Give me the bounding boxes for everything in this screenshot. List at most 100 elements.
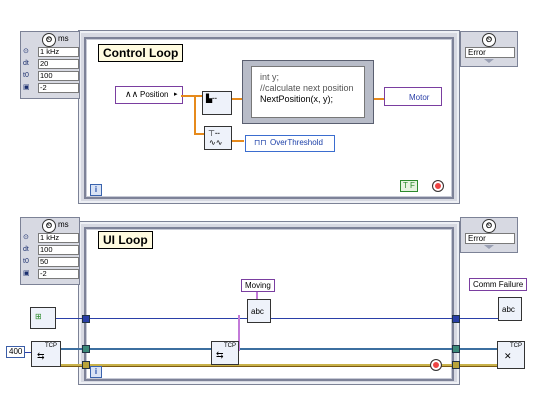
dt-value[interactable]: 20 xyxy=(38,59,79,69)
control-loop-output-node[interactable]: ⏲ Error xyxy=(460,31,518,67)
string-vi-icon: abc xyxy=(251,307,264,316)
tcp-open-icon: ⇆ xyxy=(37,351,45,361)
ui-node-row-offset[interactable]: t0 50 xyxy=(23,257,79,267)
ui-processor-value[interactable]: -2 xyxy=(38,269,79,279)
ui-source-value[interactable]: 1 kHz xyxy=(38,233,79,243)
tunnel-left-bottom xyxy=(82,361,90,369)
filter-function-icon: ▙╌ xyxy=(206,94,217,103)
string-format-vi[interactable]: abc xyxy=(247,299,271,323)
stop-button[interactable] xyxy=(432,180,444,192)
filter-function-block[interactable]: ▙╌ xyxy=(202,91,232,115)
wire-moving xyxy=(238,315,240,351)
control-loop-input-node[interactable]: ⏲ ms ⊙ 1 kHz dt 20 t0 100 ▣ -2 xyxy=(20,31,80,99)
tcp-write-icon: ⇆ xyxy=(216,350,224,360)
chevron-down-icon xyxy=(484,59,494,63)
node-row-processor[interactable]: ▣ -2 xyxy=(23,83,79,93)
ui-offset-value[interactable]: 50 xyxy=(38,257,79,267)
position-control[interactable]: ∧∧ Position ▸ xyxy=(115,86,183,104)
formula-code-area[interactable]: int y; //calculate next position NextPos… xyxy=(251,66,365,118)
ui-stop-button[interactable] xyxy=(430,359,442,371)
network-vi-icon: ⊞ xyxy=(35,312,42,321)
dt-label: dt xyxy=(23,60,29,67)
ui-node-row-processor[interactable]: ▣ -2 xyxy=(23,269,79,279)
ui-timing-unit: ms xyxy=(58,220,69,229)
output-error: Error xyxy=(465,47,515,58)
wire-connection-mid xyxy=(60,348,500,350)
wire-position-branch xyxy=(194,133,204,135)
formula-node[interactable]: int y; //calculate next position NextPos… xyxy=(242,60,374,124)
port-constant[interactable]: 400 xyxy=(6,346,26,358)
over-threshold-label: OverThreshold xyxy=(270,138,323,147)
comm-failure-vi-icon: abc xyxy=(502,305,515,314)
tcp-open-label: TCP xyxy=(45,343,57,349)
tunnel-left-mid xyxy=(82,345,90,353)
code-line-1: int y; xyxy=(260,72,280,82)
ui-offset-label: t0 xyxy=(23,258,29,265)
tunnel-left-top xyxy=(82,315,90,323)
wire-position-down xyxy=(194,95,196,135)
tcp-close-vi[interactable]: TCP ✕ xyxy=(497,341,525,369)
output-clock-icon: ⏲ xyxy=(482,33,496,47)
square-wave-icon: ⊓⊓ xyxy=(254,138,267,147)
ui-loop-title: UI Loop xyxy=(98,231,153,249)
ui-loop-output-node[interactable]: ⏲ Error xyxy=(460,217,518,253)
source-icon: ⊙ xyxy=(23,48,29,55)
ui-dt-value[interactable]: 100 xyxy=(38,245,79,255)
control-loop-iteration-icon: i xyxy=(90,184,102,196)
timing-unit: ms xyxy=(58,34,69,43)
tcp-close-icon: ✕ xyxy=(504,351,512,361)
code-line-3: NextPosition(x, y); xyxy=(260,94,334,104)
ui-node-row-dt[interactable]: dt 100 xyxy=(23,245,79,255)
position-terminal-icon: ▸ xyxy=(174,91,178,98)
threshold-function-icon: ⊤╌ xyxy=(208,129,220,138)
network-reference-vi[interactable]: ⊞ xyxy=(30,307,56,329)
ui-loop-iteration-icon: i xyxy=(90,366,102,378)
tcp-close-label: TCP xyxy=(510,343,522,349)
wire-error-bottom-2 xyxy=(60,366,500,367)
tcp-write-label: TCP xyxy=(224,343,236,349)
ui-dt-label: dt xyxy=(23,246,29,253)
threshold-function-block[interactable]: ⊤╌ ∿∿ xyxy=(204,126,232,150)
over-threshold-indicator[interactable]: ⊓⊓ OverThreshold xyxy=(245,135,335,152)
motor-label: Motor xyxy=(409,93,430,102)
wire-code-to-motor xyxy=(370,98,384,100)
code-line-2: //calculate next position xyxy=(260,83,354,93)
wire-to-code xyxy=(230,98,248,100)
waveform-icon: ∧∧ xyxy=(125,89,139,99)
tunnel-right-top xyxy=(452,315,460,323)
control-loop-title: Control Loop xyxy=(98,44,184,62)
source-value[interactable]: 1 kHz xyxy=(38,47,79,57)
wire-to-threshold xyxy=(230,140,244,142)
wire-error-bottom xyxy=(60,364,500,366)
ui-node-row-source[interactable]: ⊙ 1 kHz xyxy=(23,233,79,243)
node-row-offset[interactable]: t0 100 xyxy=(23,71,79,81)
boolean-constant[interactable]: T F xyxy=(400,180,418,192)
processor-value[interactable]: -2 xyxy=(38,83,79,93)
node-row-dt[interactable]: dt 20 xyxy=(23,59,79,69)
tunnel-right-mid xyxy=(452,345,460,353)
tcp-open-vi[interactable]: TCP ⇆ xyxy=(31,341,61,367)
ui-output-clock-icon: ⏲ xyxy=(482,219,496,233)
comm-failure-label: Comm Failure xyxy=(469,278,528,291)
processor-icon: ▣ xyxy=(23,84,30,91)
offset-label: t0 xyxy=(23,72,29,79)
node-row-source[interactable]: ⊙ 1 kHz xyxy=(23,47,79,57)
timing-source-icon: ⏲ xyxy=(42,33,56,47)
ui-loop-input-node[interactable]: ⏲ ms ⊙ 1 kHz dt 100 t0 50 ▣ -2 xyxy=(20,217,80,285)
tunnel-right-bottom xyxy=(452,361,460,369)
motor-indicator[interactable]: Motor xyxy=(384,87,442,106)
ui-output-error: Error xyxy=(465,233,515,244)
ui-source-icon: ⊙ xyxy=(23,234,29,241)
offset-value[interactable]: 100 xyxy=(38,71,79,81)
ui-chevron-down-icon xyxy=(484,245,494,249)
position-label: Position xyxy=(140,90,169,99)
threshold-wave-icon: ∿∿ xyxy=(209,138,223,147)
tcp-write-vi[interactable]: TCP ⇆ xyxy=(211,341,239,365)
wire-port xyxy=(25,352,31,353)
wire-moving-down xyxy=(256,292,258,300)
wire-position xyxy=(181,95,202,97)
ui-timing-source-icon: ⏲ xyxy=(42,219,56,233)
comm-failure-string-vi[interactable]: abc xyxy=(498,297,522,321)
wire-string-top xyxy=(48,318,500,319)
moving-indicator-label: Moving xyxy=(241,279,275,292)
